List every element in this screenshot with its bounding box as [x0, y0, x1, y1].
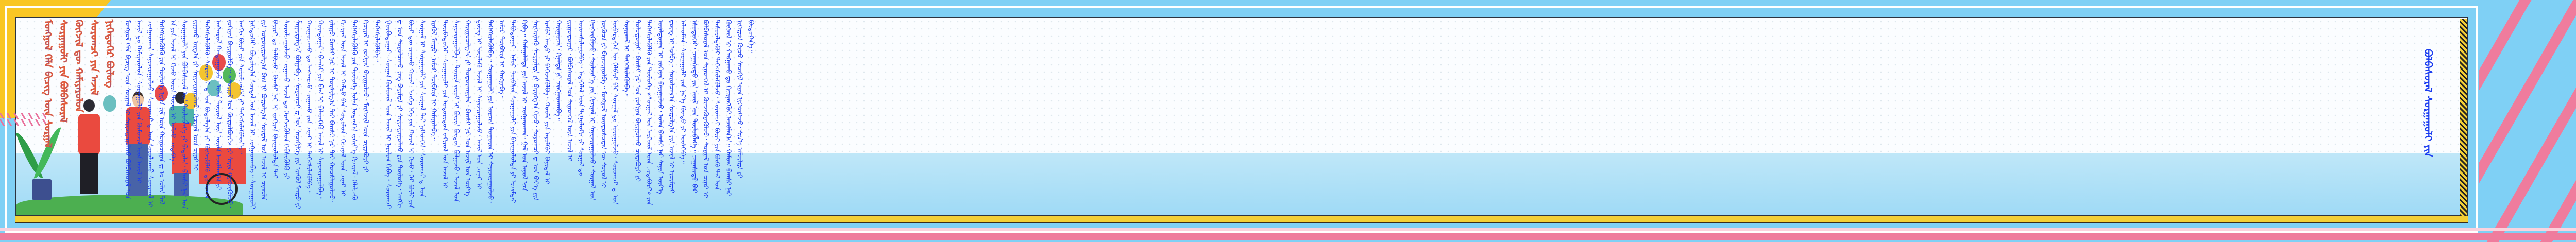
- balloon: [228, 82, 241, 99]
- body-paragraph: ᠵᠢᠷᠭᠤᠳᠤᠭᠠᠷ᠂ ᠪᠣᠯᠪᠠᠰᠤᠷᠠᠯ ᠤᠨ ᠰᠢᠨᠡᠳᠬᠡᠯ ᠦᠨ ᠠᠵ…: [566, 20, 630, 205]
- body-paragraph: ᠬᠣᠶᠠᠳᠤᠭᠠᠷ᠂ ᠪᠠᠭᠰᠢ ᠶᠢᠨ ᠪᠠᠭ ᠢ ᠪᠡᠯᠡᠳᠭᠡᠬᠦ ᠠᠵᠢ…: [316, 20, 381, 203]
- bottom-pink-stripe: [0, 233, 2576, 240]
- left-heading-line: ᠮᠣᠩᠭᠣᠯ ᠬᠡᠯᠡ ᠪᠢᠴᠢᠭ ᠦᠨ ᠰᠤᠷᠭᠠᠯ: [42, 20, 54, 148]
- balloon-cart-illustration: [194, 87, 246, 205]
- body-paragraph: ᠮᠣᠩᠭᠣᠯ ᠬᠡᠯᠡ ᠪᠢᠴᠢᠭ ᠦᠨ ᠰᠤᠷᠭᠠᠯ ᠢ ᠰᠠᠶᠢᠵᠢᠷᠠᠭᠤ…: [124, 20, 177, 208]
- body-text: ᠮᠣᠩᠭᠣᠯ ᠬᠡᠯᠡ ᠪᠢᠴᠢᠭ ᠦᠨ ᠰᠤᠷᠭᠠᠯ ᠢ ᠰᠠᠶᠢᠵᠢᠷᠠᠭᠤ…: [122, 20, 2399, 210]
- person-woman-illustration: [73, 99, 104, 202]
- body-paragraph: ᠲᠠᠪᠤᠳᠤᠭᠠᠷ᠂ ᠠᠮᠤᠷ ᠲᠦᠪᠰᠢᠨ ᠰᠤᠷᠭᠠᠭᠤᠯᠢ ᠶᠢᠨ ᠪᠠᠶ…: [509, 20, 562, 203]
- left-heading-line: ᠰᠤᠷᠭᠠᠭᠤᠯᠢ ᠶᠢᠨ ᠪᠣᠯᠪᠠᠰᠤᠷᠠᠯ: [58, 20, 70, 123]
- person-man-illustration: [122, 92, 153, 202]
- balloon: [103, 95, 116, 112]
- left-heading: ᠮᠣᠩᠭᠣᠯ ᠬᠡᠯᠡ ᠪᠢᠴᠢᠭ ᠦᠨ ᠰᠤᠷᠭᠠᠯ ᠰᠤᠷᠭᠠᠭᠤᠯᠢ ᠶᠢ…: [40, 20, 117, 205]
- hatched-border: [2460, 19, 2467, 216]
- body-paragraph: ᠳᠥᠷᠪᠡᠳᠦᠭᠡᠷ᠂ ᠰᠤᠷᠭᠠᠭᠤᠯᠢ ᠶᠢᠨ ᠤᠳᠤᠷᠢᠳᠤᠨ ᠵᠠᠬᠢᠷ…: [441, 20, 505, 203]
- balloon: [184, 93, 197, 109]
- bottom-light-pink-stripe: [0, 228, 2576, 231]
- content-panel: [15, 17, 2468, 216]
- zigzag-decoration: [0, 113, 46, 119]
- body-paragraph: ᠭᠤᠷᠪᠠᠳᠤᠭᠠᠷ᠂ ᠰᠤᠷᠭᠠᠨ ᠬᠦᠮᠦᠵᠢᠯ ᠦᠨ ᠠᠵᠢᠯ ᠢ ᠨᠠᠷ…: [384, 20, 437, 209]
- page-title: ᠪᠣᠯᠪᠠᠰᠤᠷᠠᠯ ᠰᠤᠷᠭᠠᠭᠤᠯᠢ ᠶᠢᠨ: [2421, 49, 2435, 203]
- grass-hill: [16, 195, 243, 215]
- striped-edge-decoration: [2479, 0, 2576, 242]
- balloon: [207, 80, 221, 96]
- left-heading-line: ᠰᠤᠷᠤᠭᠴᠢ ᠶᠢᠨ ᠠᠵᠢᠯ: [89, 20, 100, 96]
- plant-illustration: [16, 123, 63, 200]
- city-skyline-background: [16, 153, 2467, 215]
- page-title-line: ᠪᠣᠯᠪᠠᠰᠤᠷᠠᠯ ᠰᠤᠷᠭᠠᠭᠤᠯᠢ ᠶᠢᠨ: [2422, 49, 2434, 158]
- body-paragraph: ᠡᠰᠦᠳᠦᠭᠡᠷ᠂ ᠴᠠᠭᠠᠰᠢᠳᠤ ᠶᠢᠨ ᠠᠵᠢᠯ ᠤᠨ ᠲᠥᠯᠥᠪᠯᠡᠭᠡ…: [690, 20, 755, 198]
- bottom-yellow-stripe: [15, 216, 2468, 223]
- body-paragraph: ᠨᠢᠭᠡᠳᠦᠭᠡᠷ᠂ ᠪᠣᠳᠤᠯᠭ᠎ᠠ ᠰᠤᠷᠲᠠᠯ ᠤᠨ ᠠᠵᠢᠯ ᠢ ᠴᠢᠩ…: [248, 20, 313, 210]
- body-paragraph: ᠳᠣᠯᠣᠳᠤᠭᠠᠷ᠂ ᠪᠠᠭᠰᠢ ᠨᠠᠷ ᠤᠨ ᠵᠣᠬᠢᠶᠠᠨ ᠪᠠᠶᠢᠭᠤᠯᠬ…: [634, 20, 687, 205]
- balloon: [155, 85, 168, 101]
- body-paragraph: ᠰᠤᠷᠭᠠᠭᠤᠯᠢ ᠶᠢᠨ ᠪᠣᠯᠪᠠᠰᠤᠷᠠᠯ ᠤᠨ ᠲᠥᠯᠥᠪᠯᠡᠭᠡ ᠶᠢ…: [180, 20, 245, 209]
- balloon: [212, 54, 226, 71]
- balloon: [199, 64, 213, 81]
- left-heading-line: ᠨᠢᠭᠡᠳᠦᠭᠡᠷ ᠪᠦᠯᠦᠭ: [104, 20, 116, 88]
- person-vendor-illustration: [166, 92, 197, 202]
- left-heading-line: ᠬᠥᠭᠵᠢᠯ ᠳᠦ ᠬᠠᠮᠢᠶᠠᠷᠤᠯᠤᠨ: [73, 20, 85, 113]
- zigzag-decoration: [0, 119, 46, 126]
- balloon: [223, 67, 236, 83]
